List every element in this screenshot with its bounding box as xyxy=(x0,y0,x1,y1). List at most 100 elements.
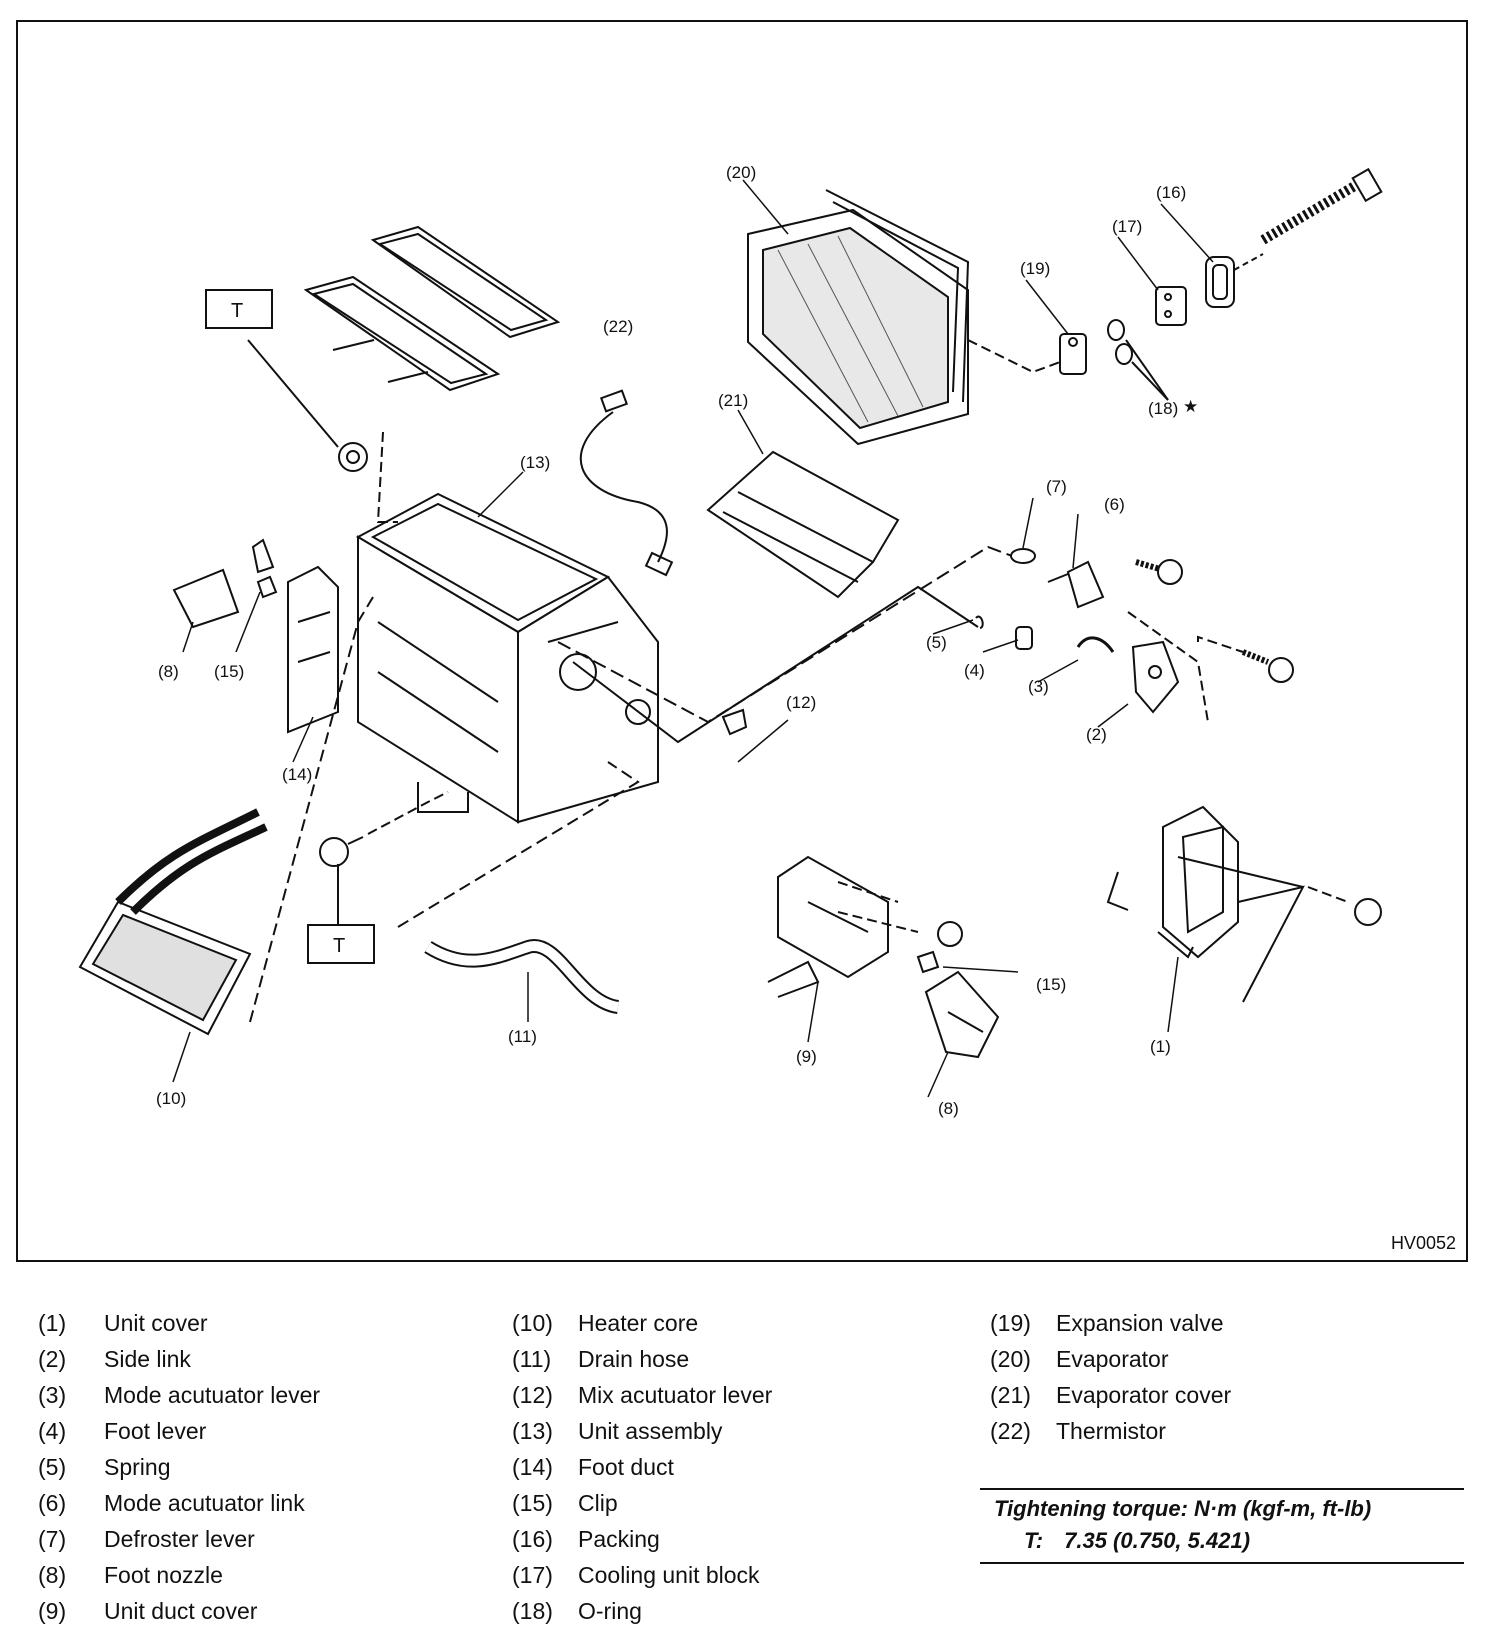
part-number: (9) xyxy=(38,1597,67,1624)
clip-right-drawing xyxy=(916,950,940,974)
callout-22: (22) xyxy=(603,317,633,336)
mix-actuator-lever-drawing xyxy=(721,708,748,736)
part-name: Cooling unit block xyxy=(578,1561,760,1588)
callout-8-left: (8) xyxy=(158,662,179,681)
callout-leaders xyxy=(172,179,1214,1098)
part-name: Foot nozzle xyxy=(104,1561,223,1588)
torque-title: Tightening torque: N·m (kgf-m, ft-lb) xyxy=(994,1496,1372,1521)
clip-left-drawing xyxy=(256,575,278,599)
callout-7: (7) xyxy=(1046,477,1067,496)
part-number: (17) xyxy=(512,1561,553,1588)
callout-2: (2) xyxy=(1086,725,1107,744)
part-name: Spring xyxy=(104,1453,171,1480)
part-name: Heater core xyxy=(578,1309,699,1336)
packing-drawing xyxy=(1205,256,1235,308)
callout-10: (10) xyxy=(156,1089,186,1108)
callout-4: (4) xyxy=(964,661,985,680)
part-row: (4) Foot lever xyxy=(38,1413,320,1449)
part-name: Unit cover xyxy=(104,1309,208,1336)
evaporator-drawing xyxy=(747,189,970,446)
callout-6: (6) xyxy=(1104,495,1125,514)
torque-box-lower-label: T xyxy=(333,935,345,957)
part-name: Thermistor xyxy=(1056,1417,1166,1444)
part-row: (13)Unit assembly xyxy=(512,1413,772,1449)
part-name: Drain hose xyxy=(578,1345,690,1372)
part-name: Defroster lever xyxy=(104,1525,255,1552)
part-number: (20) xyxy=(990,1345,1031,1372)
part-row: (18)O-ring xyxy=(512,1593,772,1629)
exploded-diagram-frame: T T xyxy=(16,20,1468,1262)
torque-screw-lower-drawing xyxy=(319,791,449,937)
foot-lever-drawing xyxy=(1015,626,1033,650)
part-number: (19) xyxy=(990,1309,1031,1336)
callout-14: (14) xyxy=(282,765,312,784)
part-number: (12) xyxy=(512,1381,553,1408)
torque-box-upper-label: T xyxy=(231,300,243,322)
part-number: (5) xyxy=(38,1453,67,1480)
part-number: (13) xyxy=(512,1417,553,1444)
part-row: (14)Foot duct xyxy=(512,1449,772,1485)
part-row: (8)Foot nozzle xyxy=(38,1557,320,1593)
unit-cover-drawing xyxy=(1106,805,1382,1003)
part-row: (10) Heater core xyxy=(512,1305,772,1341)
spring-drawing xyxy=(975,615,984,629)
part-row: (5) Spring xyxy=(38,1449,320,1485)
foot-nozzle-right-drawing xyxy=(924,970,1000,1059)
callout-15-right: (15) xyxy=(1036,975,1066,994)
part-row: (20) Evaporator xyxy=(990,1341,1231,1377)
part-number: (2) xyxy=(38,1345,67,1372)
part-row: (15)Clip xyxy=(512,1485,772,1521)
part-row: (12) Mix acutuator lever xyxy=(512,1377,772,1413)
expansion-valve-drawing xyxy=(967,333,1087,375)
part-number: (1) xyxy=(38,1309,67,1336)
parts-list-column-3: (19)Expansion valve (20) Evaporator (21)E… xyxy=(990,1305,1231,1449)
parts-list-column-1: (1) Unit cover (2) Side link (3)Mode acutu… xyxy=(38,1305,320,1629)
part-number: (7) xyxy=(38,1525,67,1552)
part-row: (2) Side link xyxy=(38,1341,320,1377)
foot-nozzle-left-drawing xyxy=(172,538,275,629)
part-row: (3)Mode acutuator lever xyxy=(38,1377,320,1413)
part-number: (6) xyxy=(38,1489,67,1516)
part-name: Mix acutuator lever xyxy=(578,1381,773,1408)
callout-15-left: (15) xyxy=(214,662,244,681)
unit-assembly-drawing xyxy=(355,492,659,824)
mode-actuator-lever-drawing xyxy=(1076,636,1115,653)
torque-value-row: T: 7.35 (0.750, 5.421) xyxy=(980,1522,1464,1562)
callout-16: (16) xyxy=(1156,183,1186,202)
part-name: Side link xyxy=(104,1345,191,1372)
part-name: Packing xyxy=(578,1525,660,1552)
callout-19: (19) xyxy=(1020,259,1050,278)
defroster-lever-drawing xyxy=(1010,548,1036,564)
torque-label: T: xyxy=(1024,1528,1044,1553)
o-ring-drawing xyxy=(1107,319,1169,401)
part-name: Evaporator xyxy=(1056,1345,1169,1372)
heater-core-drawing xyxy=(78,596,374,1036)
torque-top-rule xyxy=(980,1488,1464,1490)
part-number: (22) xyxy=(990,1417,1031,1444)
part-row: (9) Unit duct cover xyxy=(38,1593,320,1629)
part-name: Mode acutuator lever xyxy=(104,1381,321,1408)
mode-actuator-link-drawing xyxy=(1066,559,1183,609)
part-row: (16)Packing xyxy=(512,1521,772,1557)
part-row: (6)Mode acutuator link xyxy=(38,1485,320,1521)
part-row: (22) Thermistor xyxy=(990,1413,1231,1449)
figure-code: HV0052 xyxy=(1390,1233,1456,1253)
parts-list-column-2: (10) Heater core (11) Drain hose (12) Mix a… xyxy=(512,1305,772,1629)
callout-20: (20) xyxy=(726,163,756,182)
part-number: (10) xyxy=(512,1309,553,1336)
part-row: (21)Evaporator cover xyxy=(990,1377,1231,1413)
part-name: O-ring xyxy=(578,1597,642,1624)
callout-11: (11) xyxy=(508,1027,537,1046)
foot-duct-drawing xyxy=(287,565,339,734)
part-name: Unit duct cover xyxy=(104,1597,258,1624)
part-row: (19)Expansion valve xyxy=(990,1305,1231,1341)
part-name: Foot lever xyxy=(104,1417,207,1444)
side-link-drawing xyxy=(1131,640,1294,714)
callout-12: (12) xyxy=(786,693,816,712)
torque-spec-box: Tightening torque: N·m (kgf-m, ft-lb) T:… xyxy=(980,1488,1464,1564)
part-number: (4) xyxy=(38,1417,67,1444)
unit-duct-cover-drawing xyxy=(767,855,963,998)
part-number: (11) xyxy=(512,1345,552,1372)
filter-elements-drawing xyxy=(303,225,561,392)
part-row: (1) Unit cover xyxy=(38,1305,320,1341)
